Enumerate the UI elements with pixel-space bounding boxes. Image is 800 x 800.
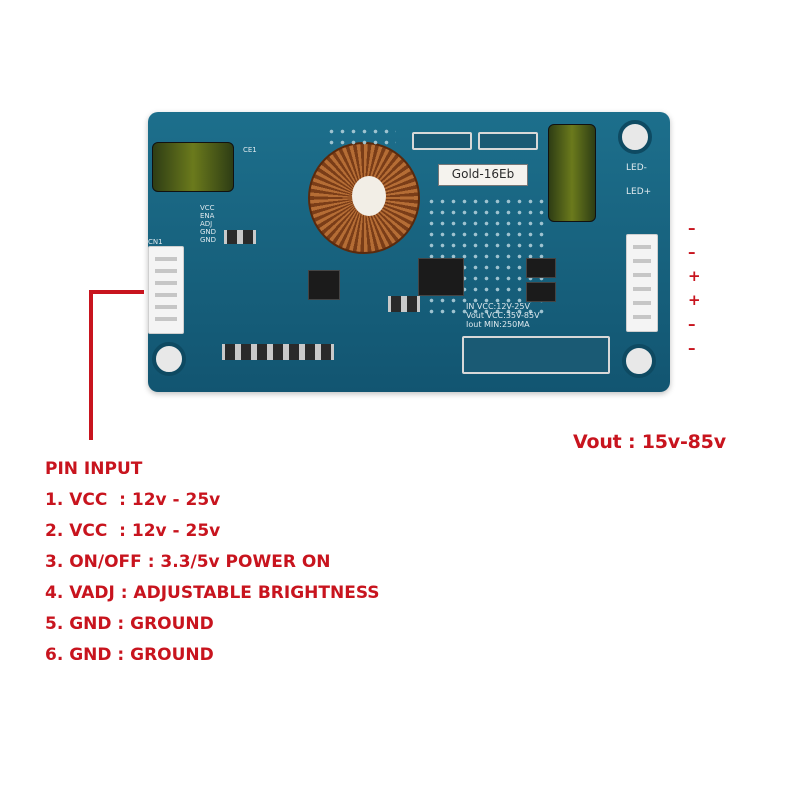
- resistor: [318, 344, 334, 360]
- ffc-connector-top: [412, 132, 472, 150]
- resistor: [286, 344, 302, 360]
- mount-hole-bottom-right: [622, 344, 656, 378]
- pointer-line-horizontal: [89, 290, 144, 294]
- spec-silk-text: IN VCC:12V-25V Vout VCC:35V-85V Iout MIN…: [466, 302, 540, 329]
- resistor: [224, 230, 240, 244]
- mount-hole-top-right: [618, 120, 652, 154]
- resistor: [302, 344, 318, 360]
- input-connector-cn1: [148, 246, 184, 334]
- ffc-connector-bottom: [462, 336, 610, 374]
- diode-d3: [526, 282, 556, 302]
- mosfet-chip: [418, 258, 464, 296]
- resistor: [222, 344, 238, 360]
- controller-ic: [308, 270, 340, 300]
- pin-line-3: 3. ON/OFF : 3.3/5v POWER ON: [45, 552, 331, 572]
- model-label: Gold-16Eb: [438, 164, 528, 186]
- led-driver-board: CE1 Gold-16Eb VCC ENA ADJ GND GND CN1 IN…: [148, 112, 670, 392]
- resistor: [404, 296, 420, 312]
- toroid-inductor: [308, 142, 420, 254]
- resistor: [240, 230, 256, 244]
- led-plus-silk: LED+: [626, 187, 652, 197]
- pin-line-5: 5. GND : GROUND: [45, 614, 214, 634]
- resistor: [254, 344, 270, 360]
- connector-silk-label: CN1: [148, 238, 163, 246]
- pointer-line-vertical: [89, 290, 93, 440]
- pin-line-4: 4. VADJ : ADJUSTABLE BRIGHTNESS: [45, 583, 380, 603]
- pin-line-6: 6. GND : GROUND: [45, 645, 214, 665]
- cap-silk-label: CE1: [243, 146, 257, 154]
- input-capacitor: [152, 142, 234, 192]
- pin-line-1: 1. VCC : 12v - 25v: [45, 490, 221, 510]
- pin-info-block: PIN INPUT 1. VCC : 12v - 25v 2. VCC : 12…: [45, 454, 380, 671]
- pin-silk-labels: VCC ENA ADJ GND GND: [200, 204, 217, 244]
- resistor: [388, 296, 404, 312]
- pin-line-2: 2. VCC : 12v - 25v: [45, 521, 221, 541]
- output-connector-cn3: [626, 234, 658, 332]
- ffc-connector-top-2: [478, 132, 538, 150]
- polarity-sign: –: [688, 339, 696, 357]
- resistor: [270, 344, 286, 360]
- pin-info-title: PIN INPUT: [45, 459, 143, 479]
- polarity-sign: +: [688, 291, 701, 309]
- diode-d2: [526, 258, 556, 278]
- polarity-sign: –: [688, 219, 696, 237]
- output-capacitor: [548, 124, 596, 222]
- via-grid-top: [326, 126, 396, 146]
- mount-hole-bottom-left: [152, 342, 186, 376]
- resistor: [238, 344, 254, 360]
- polarity-sign: –: [688, 243, 696, 261]
- polarity-sign: –: [688, 315, 696, 333]
- led-minus-silk: LED-: [626, 163, 647, 173]
- polarity-sign: +: [688, 267, 701, 285]
- vout-label: Vout : 15v-85v: [573, 431, 726, 453]
